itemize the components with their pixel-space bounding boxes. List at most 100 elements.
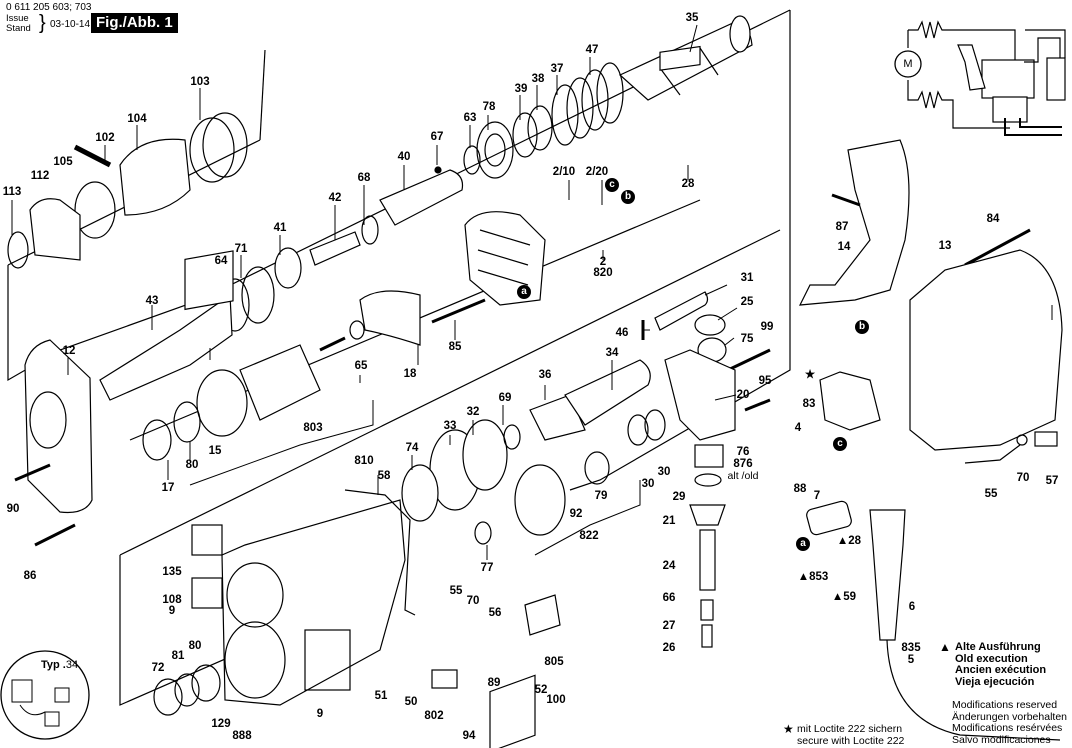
part-label: 68 [357,172,371,184]
part-9-gear-housing [221,499,406,706]
issue-date: 03-10-14 [50,19,91,30]
part-28-capacitor [806,500,852,536]
part-label: 15 [208,445,222,457]
part-label: 56 [488,607,502,619]
part-39-ring [512,112,538,158]
legend-old-en: Old execution [955,652,1028,665]
part-label: 78 [482,101,496,113]
part-label: 105 [53,156,73,168]
part-label: 2/10 [552,166,576,178]
brace-icon: } [39,12,46,34]
part-84-screw [964,228,1031,267]
part-label: 12 [62,345,76,357]
part-label: 70 [466,595,480,607]
part-805-brush-holder [524,594,561,636]
part-69-ring [503,424,521,450]
part-70-ring [1016,434,1028,446]
part-21-bevel-gear [689,504,726,526]
part-112-cover [29,198,81,261]
part-label: 104 [127,113,147,125]
group-frame-line [259,49,266,141]
part-label: 5 [907,654,915,666]
part-label: 66 [662,592,676,604]
part-31-connecting-rod [654,291,709,331]
part-label: 86 [23,570,37,582]
part-74-sleeve [401,464,439,522]
part-label: 74 [405,442,419,454]
part-label: 805 [544,656,564,668]
part-label: 822 [579,530,599,542]
part-label: 28 [681,178,695,190]
legend-old-fr: Ancien exécution [955,664,1047,676]
part-76-bearing [694,444,724,468]
part-label: 70 [1016,472,1030,484]
part-2-stator [464,211,546,306]
part-number: 0 611 205 603; 703 [6,2,92,13]
part-label: 135 [162,566,182,578]
triangle-icon: ▲ [939,640,951,654]
issue-label-de: Stand [6,23,31,34]
part-41-gear [274,247,302,289]
part-label: 52 [534,684,548,696]
part-label: 46 [615,327,629,339]
part-label: 113 [2,186,22,198]
part-label: 85 [448,341,462,353]
part-label: 30 [657,466,671,478]
part-label: 9 [168,605,176,617]
part-label: 47 [585,44,599,56]
connector-badge-c: c [605,178,619,192]
legend-modifications: Modifications reserved Änderungen vorbeh… [952,699,1067,746]
part-label: ▲59 [831,591,857,603]
part-label: 65 [354,360,368,372]
part-label: 34 [605,347,619,359]
part-label: 26 [662,642,676,654]
part-label: 76 [736,446,750,458]
part-label: 71 [234,243,248,255]
part-102-pin [73,144,112,168]
part-4-switch [819,371,881,431]
motor-symbol-icon [894,50,922,78]
part-80-bearing-2 [191,664,221,702]
part-label: 64 [214,255,228,267]
part-label: 89 [487,677,501,689]
part-28-brush [659,45,701,71]
part-36-piston [529,394,586,441]
part-86-screw [34,523,76,547]
part-label: 83 [802,398,816,410]
part-label: 35 [685,12,699,24]
part-58-spring-wire [344,489,416,616]
part-822-gear [514,464,566,536]
part-label: 80 [188,640,202,652]
part-label: 92 [569,508,583,520]
typ-number: 34 [65,659,79,671]
part-label: 63 [463,112,477,124]
part-803-armature [196,336,346,437]
loctite-star-icon: ★ [804,369,816,381]
part-label: ▲853 [797,571,829,583]
part-label: 108 [162,594,182,606]
part-label: 30 [641,478,655,490]
label-plate-135 [191,524,223,556]
part-label: 803 [303,422,323,434]
mods-en: Modifications reserved [952,699,1058,711]
part-label: 80 [185,459,199,471]
part-label: 41 [273,222,287,234]
part-label: 94 [462,730,476,742]
part-label: 95 [758,375,772,387]
part-42-shaft [309,231,361,266]
part-85-screw [431,298,486,324]
part-65-bearing [349,320,365,340]
part-label: 79 [594,490,608,502]
part-label: 40 [397,151,411,163]
mods-fr: Modifications resérvées [952,722,1063,734]
part-label: 6 [908,601,916,613]
part-104-housing [119,138,191,216]
part-47-spring [551,62,624,146]
part-72-seal [153,678,183,716]
part-label: 100 [546,694,566,706]
part-20-bracket [664,349,736,441]
part-87-screw [831,193,861,207]
part-label: 820 [593,267,613,279]
part-24-shaft [699,529,716,591]
